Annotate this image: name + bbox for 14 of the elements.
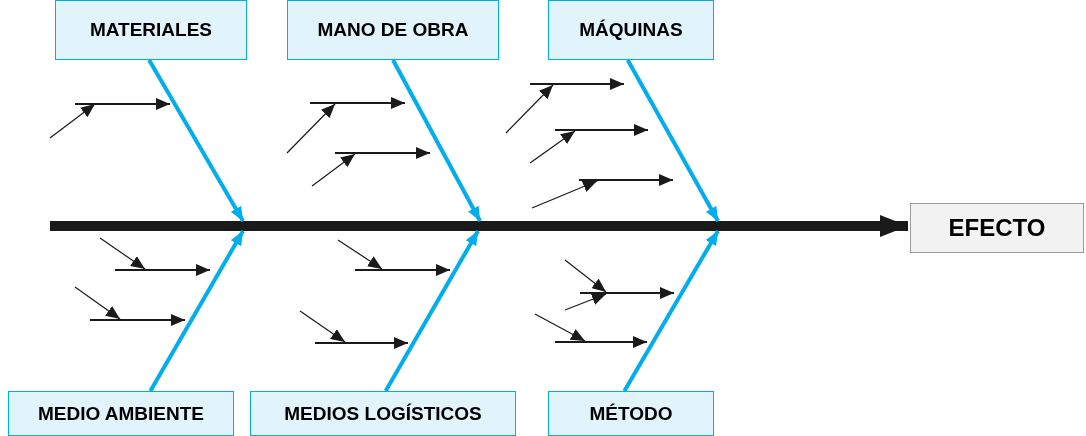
category-box: MÉTODO: [548, 391, 714, 436]
bone-arrow: [391, 59, 482, 222]
bone-arrow: [625, 59, 720, 222]
bone-arrow: [622, 230, 720, 392]
category-box: MANO DE OBRA: [287, 0, 499, 60]
spine-arrow: [50, 215, 908, 237]
bone-arrow: [148, 230, 245, 392]
category-box: MEDIO AMBIENTE: [8, 391, 234, 436]
effect-box: EFECTO: [910, 203, 1084, 253]
category-box: MATERIALES: [55, 0, 247, 60]
bone-arrow: [147, 59, 245, 222]
bone-arrow: [383, 230, 480, 392]
category-box: MEDIOS LOGÍSTICOS: [250, 391, 516, 436]
category-box: MÁQUINAS: [548, 0, 714, 60]
